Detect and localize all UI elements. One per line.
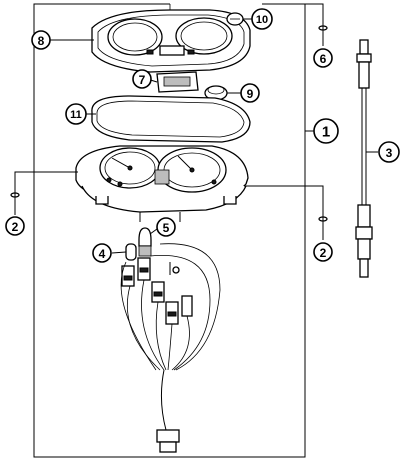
callout-11-label: 11 xyxy=(70,109,82,121)
callout-4: 4 xyxy=(92,243,112,263)
callout-2-right: 2 xyxy=(313,242,333,262)
instrument-housing xyxy=(75,145,249,222)
callout-3-label: 3 xyxy=(386,146,393,160)
callout-4-label: 4 xyxy=(99,247,106,261)
bulbs-and-wiring xyxy=(120,227,221,453)
callout-10: 10 xyxy=(251,8,273,30)
callout-3: 3 xyxy=(378,141,400,163)
leader-lines xyxy=(14,3,378,254)
callout-2-right-label: 2 xyxy=(320,246,327,260)
callout-2-left: 2 xyxy=(5,216,25,236)
callout-1: 1 xyxy=(313,118,339,144)
callout-9: 9 xyxy=(240,83,260,103)
callout-6-label: 6 xyxy=(320,52,327,66)
small-clip xyxy=(226,12,244,26)
speedometer-cable xyxy=(355,39,373,278)
instrument-cover xyxy=(91,4,251,73)
callout-2-left-label: 2 xyxy=(12,220,19,234)
callout-7: 7 xyxy=(132,69,152,89)
display-lens xyxy=(156,71,199,93)
callout-5-label: 5 xyxy=(163,221,170,235)
callout-1-label: 1 xyxy=(322,124,330,141)
callout-7-label: 7 xyxy=(139,73,146,87)
callout-10-label: 10 xyxy=(256,14,268,26)
callout-6: 6 xyxy=(313,48,333,68)
gasket xyxy=(91,95,251,143)
callout-5: 5 xyxy=(156,217,176,237)
callout-11: 11 xyxy=(65,103,87,125)
callout-9-label: 9 xyxy=(247,87,254,101)
callout-8: 8 xyxy=(31,30,51,50)
callout-8-label: 8 xyxy=(38,34,45,48)
